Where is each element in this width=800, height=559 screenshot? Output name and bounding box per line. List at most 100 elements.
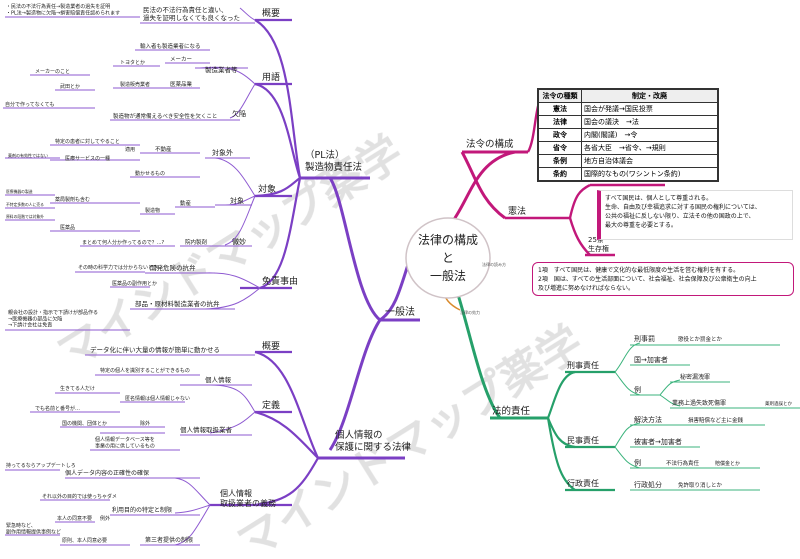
pl-term-importer: 輸入者も製造業者になる: [140, 42, 201, 50]
pl-target-movable: 動産: [180, 199, 192, 207]
pl-target-not-target: 対象外: [212, 148, 233, 157]
criminal-penalty-note: 懲役とか罰金とか: [678, 335, 723, 343]
criminal-label: 刑事責任: [567, 360, 599, 370]
privacy-accuracy: 個人データ内容の正確性の確保: [65, 469, 149, 477]
table-row: 省令各省大臣 →省令、→規則: [538, 141, 718, 155]
pl-terms-label: 用語: [262, 71, 280, 83]
criminal-penalty: 刑事罰: [634, 334, 655, 343]
admin-measure-note: 免許取り消しとか: [678, 481, 723, 489]
article25-title: 25条生存権: [588, 235, 609, 253]
center-node-circle: [405, 217, 491, 299]
pl-term-maker-note: メーカーのこと: [35, 69, 70, 75]
left-branches: [210, 18, 420, 507]
privacy-third-ex: 緊急時など、副作用情報提供事例など: [6, 522, 61, 535]
criminal-ex2-note: 薬剤過誤とか: [765, 400, 792, 407]
table-row: 政令内閣(閣議) →令: [538, 128, 718, 142]
privacy-consent: 本人の同意不要: [57, 515, 92, 522]
admin-measure: 行政処分: [634, 480, 662, 489]
privacy-anon: 匿名情報は個人情報じゃない: [125, 395, 190, 402]
table-cell-enact: 内閣(閣議) →令: [581, 128, 718, 142]
pl-target-processed: 製造物: [145, 207, 160, 214]
privacy-accuracy-note: 持ってるならアップデートしろ: [6, 462, 76, 469]
article25-box: 1項 すべて国民は、健康で文化的な最低限度の生活を営む権利を有する。 2項 国は…: [532, 262, 794, 296]
table-cell-type: 条例: [538, 154, 582, 168]
pl-target-raw: 不特定多数の人に売る: [6, 202, 44, 207]
table-cell-type: 政令: [538, 128, 582, 142]
criminal-ex2: 業務上過失致死傷罪: [672, 399, 726, 407]
pl-term-manufacturer: 製造業者等: [205, 65, 238, 74]
privacy-definition-label: 定義: [262, 399, 280, 411]
table-cell-enact: 国会の議決 →法: [581, 115, 718, 129]
pl-law-title: （PL法）製造物責任法: [305, 149, 362, 173]
table-cell-enact: 国際的なもの(ワシントン条約): [581, 167, 718, 181]
pl-exemption-label: 免責事由: [262, 275, 298, 287]
civil-method: 解決方法: [634, 415, 662, 424]
civil-victim: 被害者→加害者: [634, 437, 682, 446]
criminal-ex1: 秘密漏洩罪: [680, 373, 710, 381]
table-cell-type: 法律: [538, 115, 582, 129]
pl-exemption-parts-note: 医薬品の副作用とか: [112, 280, 157, 287]
privacy-exception: 例外: [100, 515, 110, 522]
general-law-label: 一般法: [385, 305, 415, 318]
privacy-third-note: 原則、本人同意必要: [62, 537, 107, 544]
table-row: 憲法国会が発議→国民投票: [538, 102, 718, 116]
pl-target-animals: 動かせるもの: [135, 170, 165, 177]
right-lower-branches: [453, 284, 615, 492]
pl-term-defect: 欠陥: [232, 109, 246, 118]
pl-overview-note: 民法の不法行為責任と違い、過失を証明しなくても良くなった: [143, 5, 240, 22]
pl-term-ex2: 自分で作ってなくても: [5, 101, 54, 108]
pl-term-defect-note: 製造物が通常備えるべき安全性を欠くこと: [113, 112, 217, 120]
civil-example: 例: [634, 458, 641, 467]
civil-label: 民事責任: [567, 435, 599, 445]
table-header-enact: 制定・改廃: [581, 89, 718, 103]
pl-target-medical-service: 医療サービスの一種: [65, 155, 110, 162]
table-cell-enact: 地方自治体議会: [581, 154, 718, 168]
pl-exemption-dev-risk-note: その時の科学力では分からないとき: [78, 264, 158, 271]
privacy-handler: 個人情報取扱業者: [180, 425, 233, 434]
pl-overview-label: 概要: [262, 7, 280, 19]
privacy-alive: 生きてる人だけ: [60, 385, 95, 392]
table-row: 条例地方自治体議会: [538, 154, 718, 168]
pl-target-device: 医療機器の製造: [6, 189, 33, 194]
liability-label: 法的責任: [492, 405, 531, 417]
table-cell-enact: 国会が発議→国民投票: [581, 102, 718, 116]
pl-term-ex1: 武田とか: [60, 83, 80, 90]
constitution-label: 憲法: [508, 205, 526, 217]
center-node[interactable]: 法律の構成 と 一般法: [405, 217, 491, 299]
privacy-handler-note: 国の機関、団体とか: [62, 420, 107, 427]
pl-target-school: 薬剤の有効性ではない: [8, 152, 48, 158]
composition-label: 法令の構成: [466, 138, 514, 150]
pl-overview-sub: ・民法の不法行為責任→製造業者の過失を証明・PL法→製造物に欠陥→損害賠償責任認…: [6, 3, 120, 16]
privacy-title: 個人情報の保護に関する法律: [335, 429, 412, 453]
privacy-anyone: でも名前と番号が…: [35, 405, 80, 412]
pl-target-trace: 微妙: [232, 237, 246, 246]
pl-exemption-parts-note2: 親会社の設計・指示で下請けが部品作る→医療機器の部品に欠陥→下請け会社は免責: [8, 309, 98, 329]
pl-target-trace-note: まとめて何人分か作ってるので？...?: [82, 239, 165, 246]
criminal-example: 例: [634, 385, 641, 394]
table-cell-enact: 各省大臣 →省令、→規則: [581, 141, 718, 155]
privacy-duties-label: 個人情報取扱業者の義務: [220, 488, 276, 508]
table-cell-type: 憲法: [538, 102, 582, 116]
article13-box: すべて国民は、個人として尊重される。 生命、自由及び幸福追求に対する国民の権利に…: [597, 190, 793, 240]
right-upper-branches: [448, 99, 665, 257]
table-cell-type: 条約: [538, 167, 582, 181]
center-line-3: 一般法: [430, 268, 466, 283]
privacy-nat: 除外: [140, 420, 150, 427]
pl-exemption-parts: 部品・原材料製造業者の抗弁: [135, 299, 220, 308]
pl-target-hosp: 院内製剤: [185, 238, 208, 246]
pl-target-special: 特定の患者に対してやること: [55, 138, 120, 145]
table-row: 条約国際的なもの(ワシントン条約): [538, 167, 718, 181]
pl-term-drug-maker: 医薬品業: [170, 80, 193, 88]
privacy-third: 第三者提供の制限: [145, 536, 193, 544]
law-composition-table: 法令の種類 制定・改廃 憲法国会が発議→国民投票法律国会の議決 →法政令内閣(閣…: [537, 88, 719, 182]
center-tag-left: 法律の読み方: [482, 261, 506, 267]
privacy-purpose-note: それ以外の目的では使っちゃダメ: [42, 493, 117, 500]
pl-target-deferred: 原料の段階では対象外: [6, 214, 44, 219]
privacy-pi-note: 特定の個人を識別することができるもの: [100, 367, 190, 374]
center-line-2: と: [442, 251, 454, 265]
pl-term-maker: メーカー: [170, 56, 192, 63]
table-row: 法律国会の議決 →法: [538, 115, 718, 129]
table-header-type: 法令の種類: [538, 89, 582, 103]
watermark: マインドマップ薬学 マインドマップ薬学: [49, 126, 592, 559]
